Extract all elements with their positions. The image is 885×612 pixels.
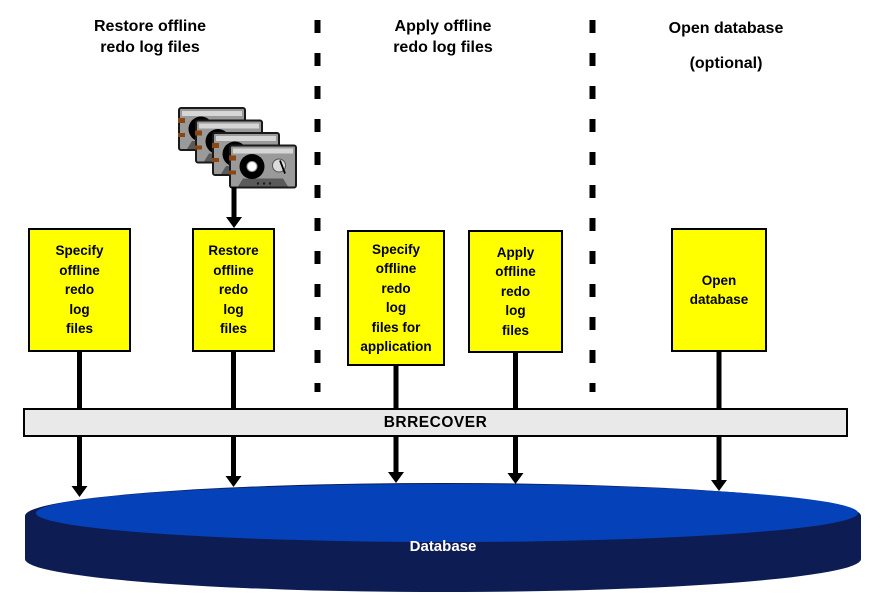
step-box-specify-offline-redo-log-files-for-application: Specify offline redo log files for appli… (347, 230, 445, 366)
arrow-tapes-to-restore (226, 187, 242, 228)
step-box-open-database: Open database (671, 228, 767, 352)
brrecover-label: BRRECOVER (383, 413, 488, 431)
connectors-boxes-to-bar (77, 352, 722, 408)
arrows-bar-to-database (71, 437, 727, 497)
database-label: Database (409, 538, 477, 555)
tape-cassette-stack-icon (177, 107, 297, 189)
column-subheader-optional: (optional) (689, 55, 763, 72)
column-header-open-database: Open database (668, 20, 784, 37)
column-header-restore: Restore offline redo log files (93, 18, 206, 56)
step-box-specify-offline-redo-log-files: Specify offline redo log files (28, 228, 131, 352)
column-header-apply: Apply offline redo log files (393, 18, 493, 56)
step-box-apply-offline-redo-log-files: Apply offline redo log files (468, 230, 563, 353)
step-box-restore-offline-redo-log-files: Restore offline redo log files (192, 228, 275, 352)
brrecover-bar: BRRECOVER (23, 408, 848, 437)
database-cylinder (25, 483, 861, 592)
